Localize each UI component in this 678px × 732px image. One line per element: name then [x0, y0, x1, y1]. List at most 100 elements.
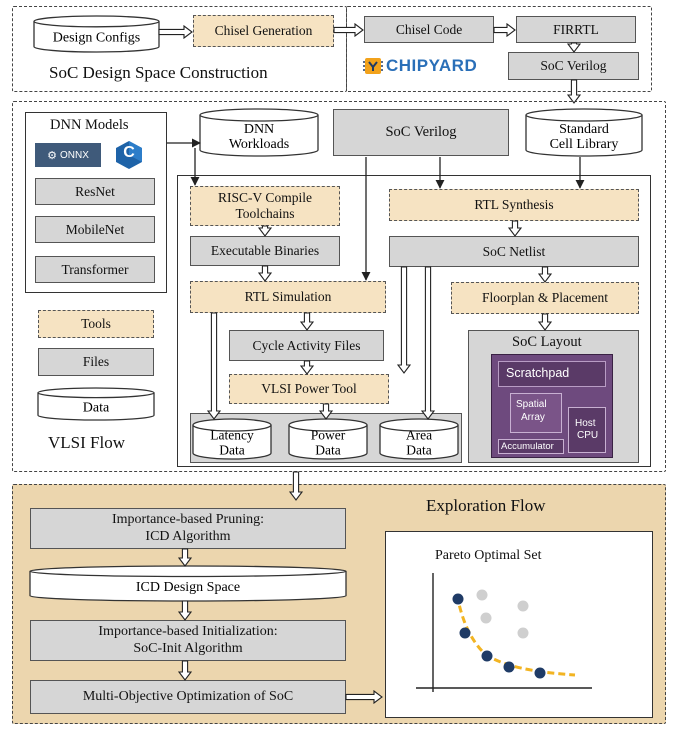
legend-files-box: Files — [38, 348, 154, 376]
riscv-compile-label-2: Toolchains — [235, 206, 295, 221]
chipyard-logo: CHIPYARD — [362, 55, 477, 77]
cycle-activity-label: Cycle Activity Files — [252, 337, 361, 353]
chipyard-wordmark: CHIPYARD — [386, 56, 478, 75]
chisel-generation-box: Chisel Generation — [193, 15, 334, 47]
c-language-letter: C — [123, 144, 135, 161]
transformer-box: Transformer — [35, 256, 155, 283]
mobilenet-label: MobileNet — [65, 221, 125, 237]
dominated-point — [476, 589, 488, 601]
pruning-label-1: Importance-based Pruning: — [111, 512, 264, 528]
firrtl-label: FIRRTL — [553, 21, 599, 37]
standard-cell-label-1: Standard — [559, 122, 609, 137]
c-hexagon-icon — [116, 141, 142, 169]
chip-spatial-block — [510, 393, 562, 433]
vlsi-power-tool-label: VLSI Power Tool — [261, 381, 357, 397]
icd-design-space-label-1: ICD Design Space — [136, 580, 240, 595]
rtl-synthesis-box: RTL Synthesis — [389, 189, 639, 221]
arrow-netlist-to-floorplan — [537, 266, 553, 283]
chisel-generation-label: Chisel Generation — [214, 23, 313, 39]
executable-binaries-label: Executable Binaries — [210, 243, 320, 259]
chipyard-region — [346, 6, 652, 92]
arrow-configs-to-chisel — [158, 24, 193, 40]
init-label-2: SoC-Init Algorithm — [133, 640, 243, 656]
exploration-flow-title: Exploration Flow — [426, 496, 546, 515]
standard-cell-label-2: Cell Library — [550, 137, 619, 152]
soc-verilog-small-label: SoC Verilog — [540, 58, 607, 74]
pareto-point — [534, 667, 546, 679]
arrow-chipyard-to-vlsi — [566, 79, 582, 104]
rtl-simulation-label: RTL Simulation — [244, 289, 332, 305]
dominated-point — [480, 612, 492, 624]
arrow-riscv-to-binaries — [257, 225, 273, 237]
onnx-icon: ⚙ — [47, 149, 57, 162]
vlsi-tools-panel — [177, 175, 651, 467]
pareto-point — [481, 650, 493, 662]
chip-accumulator-block — [498, 439, 564, 454]
pareto-front-curve — [455, 594, 576, 677]
chip-accumulator-label: Accumulator — [501, 441, 554, 452]
chisel-code-label: Chisel Code — [395, 21, 463, 37]
transformer-label: Transformer — [61, 261, 129, 277]
pruning-label-2: ICD Algorithm — [145, 528, 231, 544]
arrow-space-to-init — [177, 600, 193, 621]
arrow-netlist-to-area — [420, 266, 436, 420]
dnn-workloads-label-1: DNN — [244, 122, 274, 137]
chip-spatial-label-1: Spatial — [516, 399, 547, 410]
floorplan-label: Floorplan & Placement — [482, 290, 608, 306]
power-data-label-2: Data — [315, 443, 340, 458]
legend-tools-label: Tools — [81, 316, 111, 332]
pareto-point — [503, 661, 515, 673]
arrow-init-to-moo — [177, 660, 193, 681]
dominated-point — [517, 600, 529, 612]
power-data-label-1: Power — [311, 428, 346, 443]
legend-files-label: Files — [82, 354, 110, 370]
moo-label: Multi-Objective Optimization of SoC — [82, 688, 294, 704]
resnet-box: ResNet — [35, 178, 155, 205]
arrow-netlist-to-power — [396, 266, 412, 374]
pareto-title: Pareto Optimal Set — [435, 548, 542, 563]
chip-scratchpad-label: Scratchpad — [506, 366, 570, 380]
pareto-point — [452, 593, 464, 605]
chip-layout-image: Scratchpad Spatial Array Host CPU Accumu… — [491, 354, 613, 458]
vlsi-power-tool-box: VLSI Power Tool — [229, 374, 389, 404]
moo-box: Multi-Objective Optimization of SoC — [30, 680, 346, 714]
chip-host-block — [568, 407, 606, 453]
executable-binaries-box: Executable Binaries — [190, 236, 340, 266]
chip-host-label-1: Host — [575, 418, 596, 429]
legend-data-cylinder: Data — [37, 387, 155, 421]
onnx-wordmark: ONNX — [59, 149, 89, 161]
dnn-models-panel — [25, 112, 167, 293]
chipyard-icon — [363, 58, 383, 74]
soc-verilog-box: SoC Verilog — [333, 109, 509, 156]
pareto-point — [459, 627, 471, 639]
icd-design-space-cylinder: ICD Design Space — [29, 565, 347, 602]
arrow-power-to-powerdata — [318, 403, 334, 420]
rtl-simulation-box: RTL Simulation — [190, 281, 386, 313]
area-data-label-1: Area — [406, 428, 432, 443]
arrow-rtlsim-to-latency — [206, 312, 222, 420]
arrow-code-to-firrtl — [493, 22, 516, 38]
init-box: Importance-based Initialization: SoC-Ini… — [30, 620, 346, 661]
init-label-1: Importance-based Initialization: — [98, 624, 278, 640]
design-configs-cylinder: Design Configs — [33, 15, 160, 53]
legend-data-label-1: Data — [83, 400, 110, 415]
design-configs-label-1: Design Configs — [53, 31, 141, 46]
arrow-binaries-to-rtlsim — [257, 265, 273, 282]
arrow-vlsi-to-explore — [288, 471, 304, 501]
soc-construction-title: SoC Design Space Construction — [49, 63, 268, 82]
latency-data-label-1: Latency — [210, 428, 254, 443]
arrow-synth-to-netlist — [507, 220, 523, 237]
soc-verilog-label: SoC Verilog — [385, 124, 457, 141]
riscv-compile-label-1: RISC-V Compile — [218, 190, 312, 206]
latency-data-label-2: Data — [219, 443, 244, 458]
soc-netlist-box: SoC Netlist — [389, 236, 639, 267]
arrow-pruning-to-space — [177, 548, 193, 567]
onnx-logo: ⚙ ONNX — [35, 143, 101, 167]
dnn-models-title: DNN Models — [50, 117, 129, 133]
dominated-point — [517, 627, 529, 639]
